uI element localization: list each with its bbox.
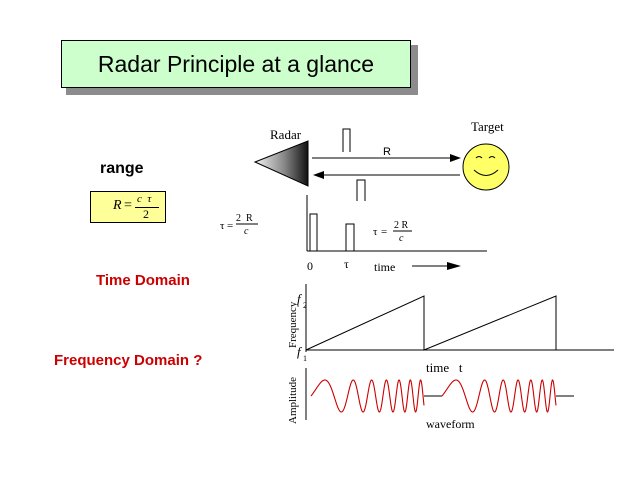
chirp-waveform-2 [441, 379, 557, 413]
chirp-waveform-1 [310, 379, 425, 413]
time-t-label: time t [426, 360, 463, 375]
f1-label: f [297, 344, 303, 359]
tau-formula-right-equals: = [381, 226, 387, 238]
radar-label: Radar [270, 127, 302, 142]
target-smiley-icon [462, 143, 510, 191]
f1-subscript: 1 [303, 354, 307, 363]
range-label: range [100, 160, 144, 177]
f2-subscript: 2 [303, 301, 307, 310]
tau-formula-right-numerator: 2 R [394, 220, 409, 231]
time-domain-label: Time Domain [96, 272, 190, 289]
range-formula-box: R = c τ 2 [90, 191, 166, 223]
page-title: Radar Principle at a glance [61, 40, 411, 88]
tau-formula-right-lhs: τ [373, 226, 378, 238]
tau-formula-denominator: c [244, 226, 249, 237]
formula-fraction-bar [135, 207, 159, 208]
time-label: time [374, 260, 395, 274]
tau-formula-equals: = [227, 220, 233, 232]
time-arrowhead-icon [447, 262, 461, 270]
frequency-axis-label: Frequency [287, 301, 299, 348]
tau-formula-lhs: τ [220, 220, 225, 232]
frequency-domain-label: Frequency Domain ? [54, 352, 203, 369]
timing-pulse-transmit [309, 213, 318, 251]
chirp-frequency-sawtooth [305, 295, 557, 351]
formula-lhs: R [113, 198, 122, 213]
formula-numerator: c τ [137, 193, 152, 205]
formula-denominator: 2 [143, 207, 149, 221]
tau-formula-numerator: 2 R [236, 213, 253, 224]
target-label: Target [471, 119, 504, 134]
zero-label: 0 [307, 259, 313, 273]
waveform-label: waveform [426, 417, 475, 431]
outgoing-pulse [342, 128, 351, 152]
outgoing-arrowhead-icon [450, 154, 461, 162]
return-arrowhead-icon [313, 171, 324, 179]
timing-pulse-echo [345, 223, 355, 251]
return-pulse [356, 179, 366, 201]
r-label: R [383, 146, 391, 158]
tau-label: τ [344, 257, 349, 271]
formula-equals: = [124, 198, 132, 213]
tau-formula-right-denominator: c [399, 233, 404, 244]
f2-label: f [297, 291, 303, 306]
radar-dish-icon [253, 140, 309, 187]
amplitude-axis-label: Amplitude [287, 377, 299, 424]
